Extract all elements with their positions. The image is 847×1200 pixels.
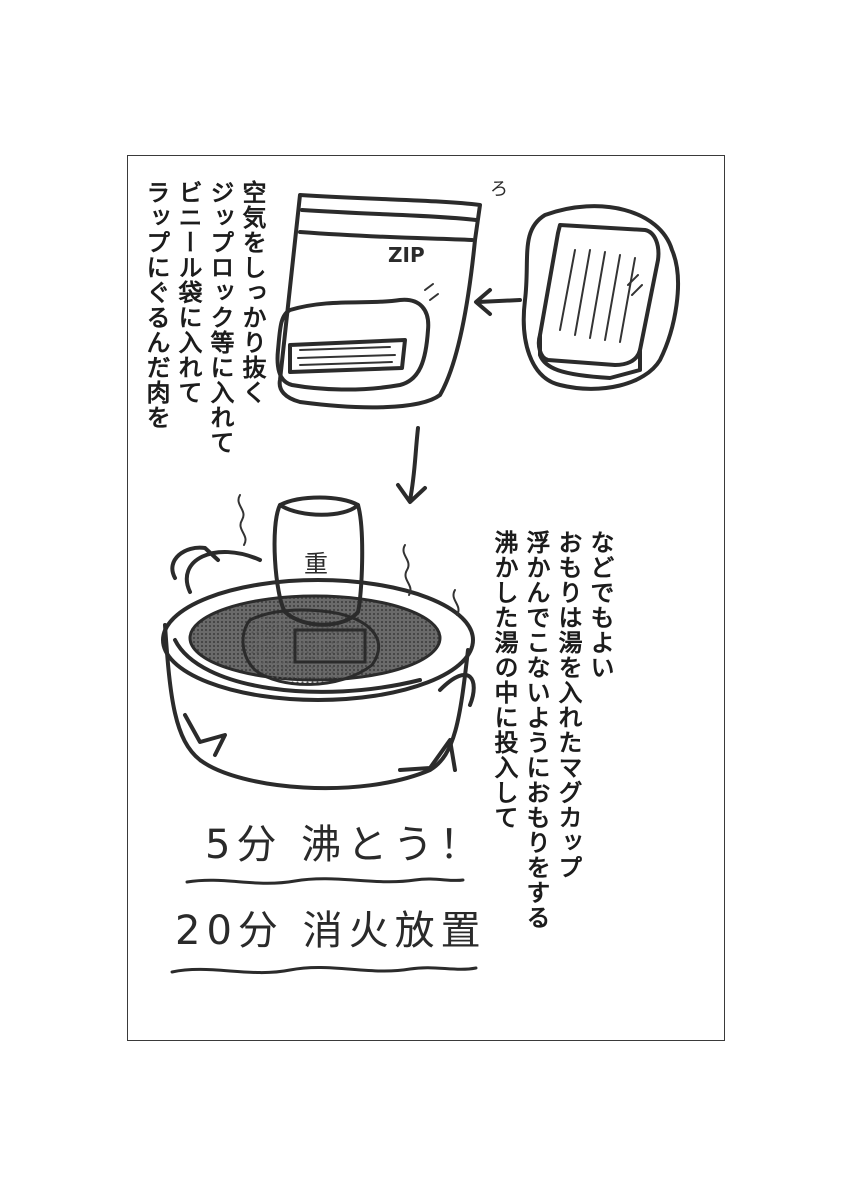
caption-right-line-3: 浮かんでこないようにおもりをする (522, 530, 550, 930)
zip-bag-drawing: ZIP ろ (278, 179, 508, 407)
caption-top-line-4: ラップにぐるんだ肉を (142, 180, 170, 430)
caption-right-line-2: おもりは湯を入れたマグカップ (554, 530, 582, 880)
step-rest: 20分 消火放置 (175, 898, 487, 956)
weight-kanji: 重 (304, 550, 328, 578)
wrapped-meat-drawing (524, 206, 678, 389)
caption-right-line-1: などでもよい (586, 530, 614, 680)
arrow-left-icon (476, 290, 520, 314)
caption-top-line-2: ジップロック等に入れて (206, 180, 234, 455)
zip-label: ZIP (388, 243, 425, 267)
step-boil: 5分 沸とう！ (205, 812, 485, 870)
caption-top-line-1: 空気をしっかり抜く (238, 180, 266, 405)
caption-right-line-4: 沸かした湯の中に投入して (490, 530, 518, 830)
arrow-down-icon (398, 428, 425, 502)
caption-right: などでもよい おもりは湯を入れたマグカップ 浮かんでこないようにおもりをする 沸… (488, 530, 616, 950)
caption-top: 空気をしっかり抜く ジップロック等に入れて ビニール袋に入れて ラップにぐるんだ… (140, 180, 268, 460)
sound-effect: ろ (490, 179, 508, 200)
underline-1 (185, 872, 465, 892)
underline-2 (170, 960, 480, 982)
caption-top-line-3: ビニール袋に入れて (174, 180, 202, 405)
pot-drawing: 重 (163, 495, 474, 788)
